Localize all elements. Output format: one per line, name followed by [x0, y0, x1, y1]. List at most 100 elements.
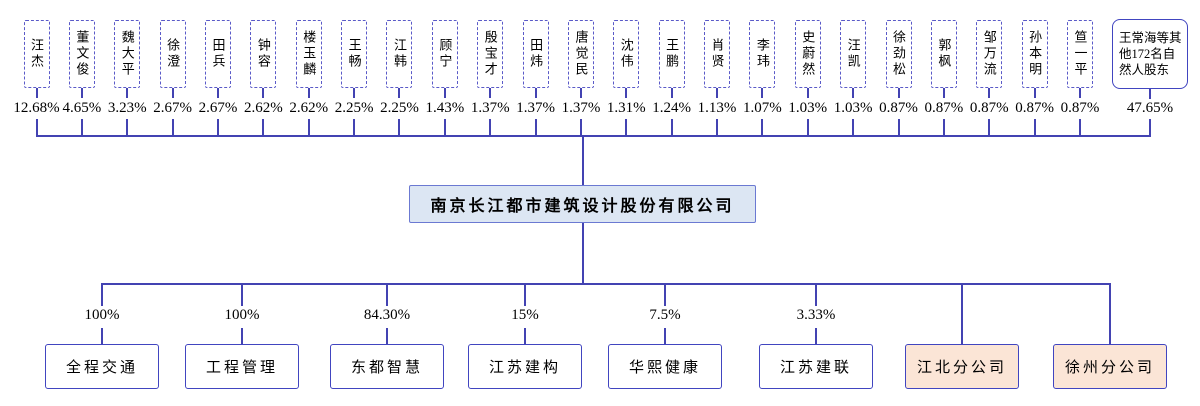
connector-stub [815, 328, 817, 344]
shareholder-name: 郭枫 [936, 38, 952, 70]
connector-stub [664, 285, 666, 306]
subsidiary-percent: 3.33% [796, 307, 836, 323]
subsidiary-box: 江苏建联 [759, 344, 873, 389]
shareholder-percent: 3.23% [107, 100, 147, 116]
subsidiary-name: 工程管理 [205, 360, 278, 376]
shareholder-name: 徐澄 [165, 38, 181, 70]
shareholder-box: 王鹏 [658, 20, 685, 88]
branch-box: 江北分公司 [905, 344, 1019, 389]
connector-stub [80, 119, 83, 137]
connector-stub [1149, 119, 1151, 137]
connector-stub [307, 119, 310, 137]
shareholder-percent: 1.43% [425, 100, 465, 116]
connector-stub [35, 119, 38, 137]
connector-stub [307, 88, 310, 98]
shareholder-box: 李玮 [749, 20, 776, 88]
connector-stub [126, 119, 129, 137]
connector-stub [101, 328, 103, 344]
company-name: 南京长江都市建筑设计股份有限公司 [430, 198, 735, 215]
connector-stub [216, 88, 219, 98]
shareholder-percent: 1.03% [788, 100, 828, 116]
connector-stub [489, 88, 492, 98]
subsidiary-percent: 100% [84, 307, 120, 323]
shareholder-percent: 0.87% [879, 100, 918, 116]
connector-stub [942, 119, 945, 137]
connector-stub [1033, 88, 1036, 98]
subsidiary-name: 江苏建联 [779, 360, 852, 376]
shareholder-percent: 12.68% [13, 100, 60, 116]
connector-stub [524, 285, 526, 306]
connector-stub [625, 88, 628, 98]
connector-stub [241, 328, 243, 344]
connector-stub [670, 119, 673, 137]
shareholder-box: 沈伟 [613, 20, 640, 88]
shareholder-percent: 2.25% [334, 100, 374, 116]
company-box: 南京长江都市建筑设计股份有限公司 [409, 185, 756, 223]
connector-stub [852, 119, 855, 137]
shareholder-name: 唐觉民 [573, 30, 589, 78]
shareholder-name: 王常海等其他172名自然人股东 [1119, 30, 1182, 78]
connector-stub [353, 88, 356, 98]
shareholder-percent: 2.62% [289, 100, 329, 116]
shareholder-box: 唐觉民 [567, 20, 594, 88]
shareholder-name: 孙本明 [1027, 30, 1043, 78]
connector-stub [806, 88, 809, 98]
shareholder-percent: 2.62% [243, 100, 283, 116]
shareholder-box: 郭枫 [930, 20, 957, 88]
connector-stub [35, 88, 38, 98]
shareholder-percent: 47.65% [1126, 100, 1174, 116]
connector-stub [126, 88, 129, 98]
shareholder-percent: 1.03% [833, 100, 873, 116]
shareholder-percent: 4.65% [62, 100, 102, 116]
connector-stub [852, 88, 855, 98]
shareholder-group-box: 王常海等其他172名自然人股东 [1112, 19, 1188, 89]
connector-stub [897, 88, 900, 98]
shareholder-box: 徐劲松 [885, 20, 912, 88]
connector-stub [897, 119, 900, 137]
shareholder-percent: 0.87% [924, 100, 964, 116]
shareholder-box: 孙本明 [1021, 20, 1048, 88]
shareholder-name: 顾宁 [437, 38, 453, 70]
connector-stub [398, 119, 401, 137]
shareholder-box: 肖贤 [704, 20, 731, 88]
subsidiary-box: 江苏建构 [468, 344, 582, 389]
shareholder-percent: 1.37% [470, 100, 510, 116]
connector-stub [489, 119, 492, 137]
connector-stub [716, 119, 719, 137]
connector-stub [988, 88, 991, 98]
connector-stub [171, 88, 174, 98]
subsidiary-name: 江苏建构 [488, 360, 561, 376]
connector-stub [579, 88, 582, 98]
connector-stub [534, 88, 537, 98]
connector-stub [988, 119, 991, 137]
connector-stub [664, 328, 666, 344]
shareholder-name: 汪凯 [845, 38, 861, 70]
shareholder-percent: 1.31% [606, 100, 646, 116]
shareholder-percent: 1.24% [652, 100, 692, 116]
connector-stub [670, 88, 673, 98]
shareholder-name: 史蔚然 [800, 30, 816, 78]
shareholder-bus-line [35, 135, 1151, 137]
connector-stub [815, 285, 817, 306]
connector-stub [1079, 88, 1081, 98]
connector-stub [443, 88, 446, 98]
shareholder-name: 沈伟 [618, 38, 634, 70]
shareholder-name: 田炜 [528, 38, 544, 70]
shareholder-box: 王畅 [341, 20, 368, 88]
shareholder-percent: 0.87% [1015, 100, 1054, 116]
shareholder-box: 殷宝才 [477, 20, 504, 88]
connector-stub [171, 119, 174, 137]
shareholder-box: 顾宁 [431, 20, 458, 88]
shareholder-percent: 2.67% [153, 100, 192, 116]
shareholder-name: 邹万流 [981, 30, 997, 78]
shareholder-box: 史蔚然 [794, 20, 821, 88]
shareholder-name: 李玮 [754, 38, 770, 70]
subsidiary-box: 工程管理 [185, 344, 299, 389]
shareholder-name: 钟容 [255, 38, 271, 70]
subsidiary-name: 东都智慧 [350, 360, 423, 376]
connector-stub [216, 119, 219, 137]
shareholder-box: 钟容 [250, 20, 277, 88]
subsidiary-percent: 7.5% [649, 307, 681, 323]
subsidiary-box: 华熙健康 [608, 344, 722, 389]
